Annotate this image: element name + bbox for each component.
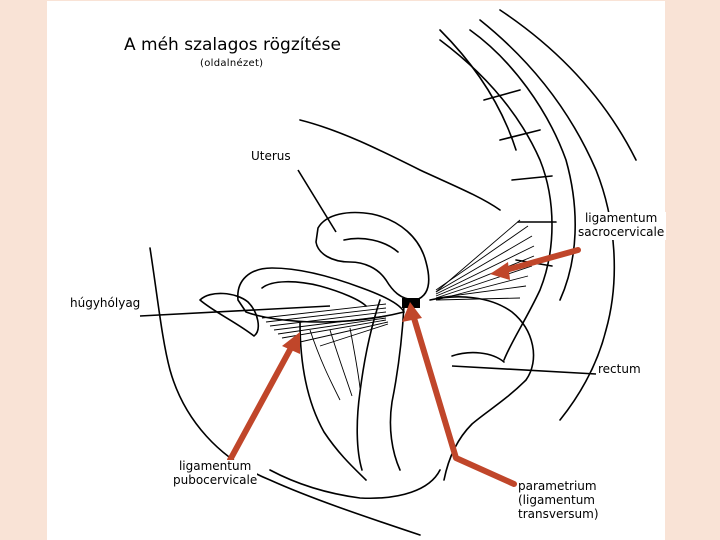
sacrum-outline: [439, 39, 553, 361]
rectum-outline: [429, 296, 535, 481]
pubocervical-fibres: [261, 303, 389, 347]
label-uterus: Uterus: [251, 149, 291, 163]
label-line: ligamentum: [584, 211, 658, 225]
sacrum-outline-3: [439, 29, 517, 151]
rectum-leader: [451, 365, 597, 375]
label-sacrocervical-ligament: ligamentum sacrocervicale: [576, 211, 667, 240]
urethra-outline: [299, 321, 367, 481]
label-line: parametrium: [518, 479, 597, 493]
label-line: pubocervicale: [173, 472, 258, 487]
label-line: sacrocervicale: [578, 224, 665, 239]
parametrium-arrowhead: [402, 302, 422, 322]
pubocervical-arrowhead: [282, 332, 300, 354]
vagina-outline: [356, 299, 381, 471]
bladder-outline: [237, 267, 405, 323]
sacrocervical-fibres: [435, 219, 535, 301]
vertebra-line: [511, 175, 553, 181]
bladder-inner: [261, 280, 367, 307]
vertebra-line: [499, 129, 541, 141]
uterus-cavity: [343, 237, 399, 253]
pubic-bone: [199, 292, 260, 337]
sacrocervical-arrowhead: [490, 262, 510, 280]
sacrum-outline-2: [469, 29, 576, 301]
rectum-inner: [451, 351, 505, 363]
label-line: ligamentum: [178, 459, 252, 473]
back-contour-2: [499, 9, 637, 161]
label-rectum: rectum: [598, 362, 641, 376]
sacrocervical-arrow: [503, 247, 581, 273]
pubocervical-arrow: [227, 343, 295, 463]
label-pubocervical-ligament: ligamentum pubocervicale: [173, 459, 258, 488]
vertebra-line: [483, 89, 521, 101]
intestine-outline: [299, 119, 501, 211]
abdominal-wall-outline: [149, 247, 421, 536]
bladder-leader: [139, 305, 331, 317]
uterus-leader: [297, 169, 337, 233]
parametrium-arrow: [411, 315, 517, 487]
cervix-marker: [402, 298, 420, 308]
label-line: (ligamentum: [518, 492, 595, 507]
perineum-outline: [269, 469, 441, 500]
label-parametrium: parametrium (ligamentum transversum): [518, 479, 599, 522]
diagram-title: A méh szalagos rögzítése: [124, 35, 341, 55]
vaginal-folds: [309, 327, 361, 401]
diagram-subtitle: (oldalnézet): [200, 58, 264, 69]
diagram-panel: [47, 1, 665, 540]
vagina-outline-2: [389, 305, 405, 471]
label-line: transversum): [518, 506, 599, 521]
label-bladder: húgyhólyag: [68, 296, 143, 311]
